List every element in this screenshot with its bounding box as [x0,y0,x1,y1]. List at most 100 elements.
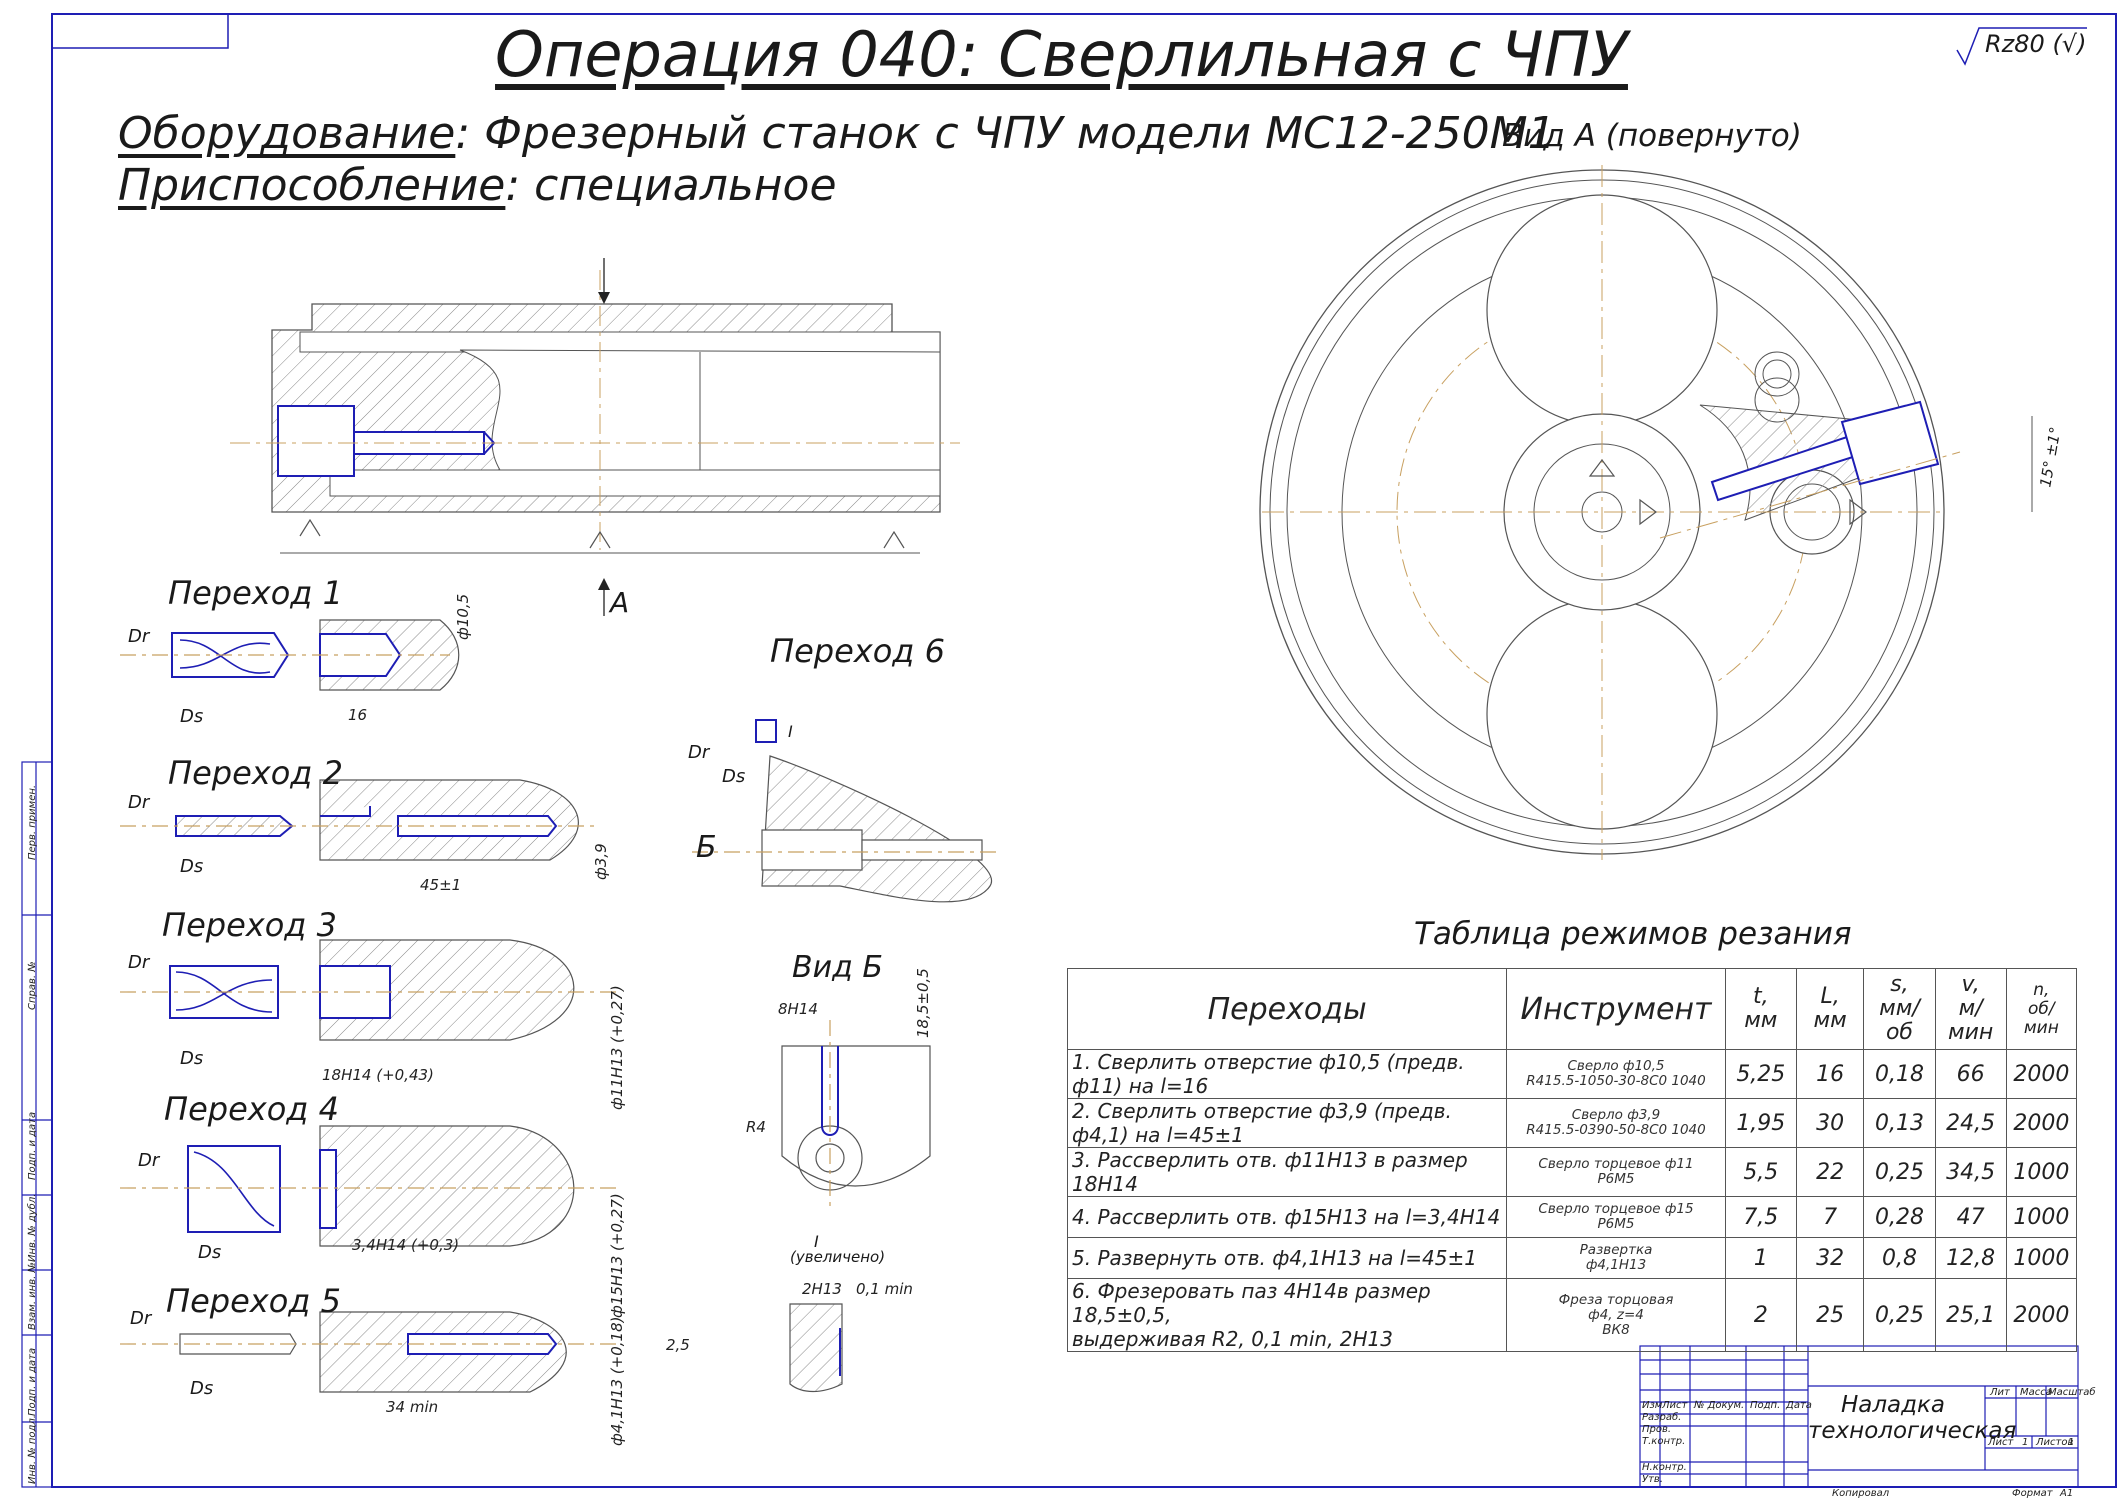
section-b-label: Б [696,830,717,865]
transition-5-label: Переход 5 [166,1282,341,1320]
table-header-row: Переходы Инструмент t,мм L,мм s,мм/об v,… [1066,968,2078,1050]
tb-scale: Масштаб [2048,1387,2096,1398]
feed-label: Ds [190,1378,214,1399]
transition-1-label: Переход 1 [168,574,343,612]
feed-label: Ds [198,1242,222,1263]
view-a-label: Вид А (повернуто) [1502,118,1802,154]
transition-6-label: Переход 6 [770,632,945,670]
transition-drawings [120,619,1000,1393]
tb-sheet-no: 1 [2022,1437,2029,1448]
rotation-label: Dr [138,1150,160,1171]
side-stamp: Справ. № [27,961,38,1010]
arrow-a-label: А [610,586,630,619]
table-row: 3. Рассверлить отв. ф11H13 в размер 18H1… [1066,1147,2078,1197]
main-part-section [230,258,960,616]
header-steps: Переходы [1066,968,1508,1050]
tb-col-sign: Подп. [1750,1400,1781,1411]
tb-row-razrab: Разраб. [1642,1412,1682,1423]
tb-col-list: Лист [1662,1400,1688,1411]
rotation-label: Dr [128,626,150,647]
feed-label: Ds [722,766,746,787]
table-title: Таблица режимов резания [1414,916,1852,952]
dim-2h13: 2H13 [802,1280,842,1298]
dim-t3-len: 18H14 (+0,43) [322,1066,434,1084]
header-tool: Инструмент [1506,968,1726,1050]
tb-lit: Лит [1990,1387,2010,1398]
dim-t4-len: 3,4H14 (+0,3) [352,1236,460,1254]
tb-copied: Копировал [1832,1488,1890,1499]
transition-2-label: Переход 2 [168,754,343,792]
header-t: t,мм [1724,968,1797,1050]
dim-t2-len: 45±1 [420,876,462,894]
side-stamp: Подп. и дата [27,1347,38,1416]
fixture-value: : специальное [505,160,837,211]
fixture-label: Приспособление [118,160,506,211]
feed-label: Ds [180,706,204,727]
table-row: 4. Рассверлить отв. ф15H13 на l=3,4H14 С… [1066,1196,2078,1238]
transition-4-label: Переход 4 [164,1090,339,1128]
tb-sheets: Листов [2036,1437,2074,1448]
header-l: L,мм [1795,968,1865,1050]
rotation-label: Dr [128,792,150,813]
side-stamp: Инв. № подл. [27,1415,38,1484]
dim-t2-dia: ф3,9 [592,843,610,880]
dim-slot-width: 8H14 [778,1000,818,1018]
table-row: 1. Сверлить отверстие ф10,5 (предв. ф11)… [1066,1049,2078,1099]
tb-row-tkontr: Т.контр. [1642,1436,1686,1447]
tb-row-prov: Пров. [1642,1424,1672,1435]
title-block-grid [1639,1345,2079,1488]
detail-marker: I [788,722,793,741]
roughness-symbol [1956,27,2087,66]
tb-mass: Масса [2020,1387,2052,1398]
page-title: Операция 040: Сверлильная с ЧПУ [495,18,1628,91]
view-a-drawing [1259,165,2033,860]
dim-t1-dia: ф10,5 [454,593,472,640]
fixture-line: Приспособление: специальное [118,160,837,211]
dim-slot-depth: 18,5±0,5 [914,968,932,1038]
dim-radius: R4 [746,1118,766,1136]
equipment-value: : Фрезерный станок с ЧПУ модели МС12-250… [455,108,1556,159]
equipment-label: Оборудование [118,108,456,159]
dim-t1-len: 16 [348,706,368,724]
equipment-line: Оборудование: Фрезерный станок с ЧПУ мод… [118,108,1556,159]
dim-t4-dia: ф15H13 (+0,27) [608,1193,626,1318]
cutting-modes-table: Переходы Инструмент t,мм L,мм s,мм/об v,… [1066,968,2078,1352]
side-strip-dividers [22,762,52,1487]
header-v: v,м/мин [1934,968,2007,1050]
tb-format: Формат [2012,1488,2053,1499]
sheet-frame [51,13,2117,1488]
table-row: 2. Сверлить отверстие ф3,9 (предв. ф4,1)… [1066,1098,2078,1148]
table-row: 6. Фрезеровать паз 4H14в размер 18,5±0,5… [1066,1278,2078,1352]
tb-col-izm: Изм [1642,1400,1663,1411]
side-stamp: Инв. № дубл. [27,1193,38,1262]
tb-sheets-no: 1 [2068,1437,2075,1448]
rotation-label: Dr [130,1308,152,1329]
detail-i-label: I [814,1232,819,1251]
tb-sheet: Лист [1988,1437,2014,1448]
rotation-label: Dr [688,742,710,763]
dim-t3-dia: ф11H13 (+0,27) [608,985,626,1110]
side-stamp: Подп. и дата [27,1111,38,1180]
table-row: 5. Развернуть отв. ф4,1H13 на l=45±1 Раз… [1066,1237,2078,1279]
side-stamp: Перв. примен. [27,784,38,860]
roughness-value: Rz80 (√) [1985,30,2087,58]
corner-stamp [51,13,229,49]
side-strip [21,761,53,1488]
tb-col-doc: № Докум. [1694,1400,1745,1411]
feed-label: Ds [180,1048,204,1069]
header-n: n,об/мин [2005,968,2078,1050]
side-stamp: Взам. инв. № [27,1262,38,1330]
tb-format-val: А1 [2060,1488,2074,1499]
tb-row-utv: Утв. [1642,1474,1663,1485]
rotation-label: Dr [128,952,150,973]
tb-row-nkontr: Н.контр. [1642,1462,1687,1473]
dim-t5-dia: ф4,1H13 (+0,18) [608,1316,626,1447]
dim-t5-roughness: 2,5 [666,1336,690,1354]
tb-col-date: Дата [1786,1400,1812,1411]
transition-3-label: Переход 3 [162,906,337,944]
detail-i-note: (увеличено) [790,1248,886,1266]
header-s: s,мм/об [1863,968,1936,1050]
view-b-label: Вид Б [792,950,883,985]
